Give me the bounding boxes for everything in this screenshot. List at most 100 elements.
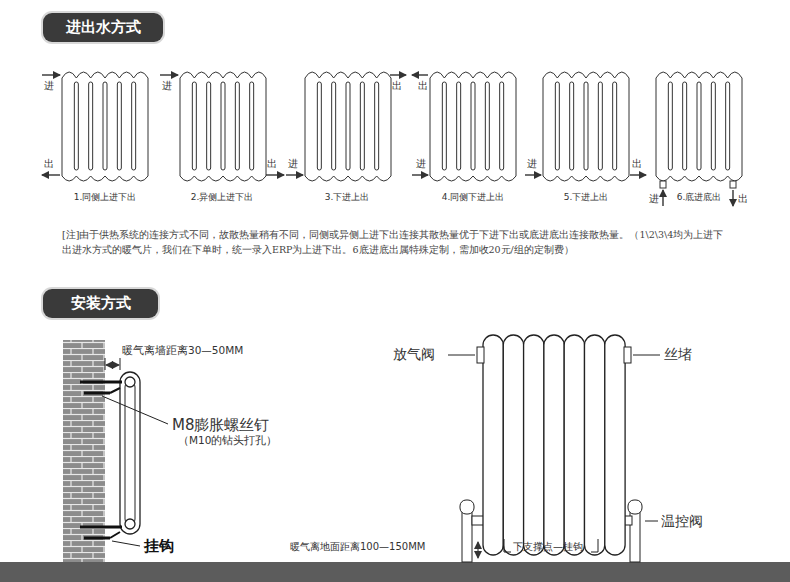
support-bracket bbox=[504, 539, 511, 552]
radiator-slot bbox=[584, 82, 588, 170]
radiator-slot bbox=[711, 82, 715, 170]
flow-label: 进 bbox=[527, 158, 537, 170]
note-text: [注]由于供热系统的连接方式不同，故散热量稍有不同，同侧或异侧上进下出连接其散热… bbox=[62, 227, 730, 257]
radiator-column bbox=[544, 335, 564, 555]
pipe-stub bbox=[730, 181, 736, 188]
header-text: 进出水方式 bbox=[66, 18, 141, 37]
dimension-tick bbox=[120, 358, 121, 370]
bolt bbox=[80, 526, 122, 529]
pipe bbox=[462, 512, 472, 562]
radiator-slot bbox=[613, 82, 617, 170]
radiator-slot bbox=[103, 82, 107, 170]
callout-label: 暖气离墙距离30—50MM bbox=[122, 344, 243, 357]
flow-label: 进 bbox=[44, 80, 54, 92]
radiator-slot bbox=[500, 82, 504, 170]
bolt bbox=[84, 537, 110, 540]
radiator-slot bbox=[697, 82, 701, 170]
flow-arrow bbox=[412, 74, 428, 75]
flow-label: 出 bbox=[267, 158, 277, 170]
air-valve bbox=[477, 347, 484, 363]
flow-arrow bbox=[525, 174, 541, 175]
bolt bbox=[80, 381, 122, 384]
flow-arrow bbox=[412, 174, 428, 175]
radiator-column bbox=[605, 335, 625, 555]
radiator-slot bbox=[332, 82, 336, 170]
radiator-slot bbox=[235, 82, 239, 170]
flow-label: 进 bbox=[649, 193, 659, 205]
radiator-slot bbox=[74, 82, 78, 170]
valve-knob bbox=[460, 500, 474, 514]
valve-connector bbox=[472, 516, 484, 525]
header-text: 安装方式 bbox=[71, 294, 131, 313]
callout-label: 挂钩 bbox=[144, 537, 174, 555]
radiator-slot bbox=[207, 82, 211, 170]
radiator-slot bbox=[89, 82, 93, 170]
leader-line bbox=[102, 396, 168, 424]
radiator-slot bbox=[250, 82, 254, 170]
callout-label: 下支撑点—挂钩 bbox=[513, 541, 583, 553]
valve-knob bbox=[628, 500, 642, 514]
section-header: 安装方式 bbox=[43, 289, 158, 318]
brick-wall bbox=[63, 340, 105, 562]
radiator-slot bbox=[570, 82, 574, 170]
radiator-column bbox=[585, 335, 605, 555]
radiator-slot bbox=[375, 82, 379, 170]
callout-label: 暖气离地面距离100—150MM bbox=[290, 541, 425, 553]
pipe-stub bbox=[660, 181, 666, 188]
leader-line bbox=[645, 521, 658, 522]
radiator-column bbox=[564, 335, 584, 555]
radiator-slot bbox=[683, 82, 687, 170]
flow-label: 进 bbox=[162, 80, 172, 92]
flow-label: 进 bbox=[288, 158, 298, 170]
flow-arrow bbox=[662, 190, 663, 206]
radiator-side bbox=[120, 372, 140, 534]
radiator-slot bbox=[457, 82, 461, 170]
radiator-column bbox=[524, 335, 544, 555]
flow-label: 1.同侧上进下出 bbox=[74, 192, 137, 203]
radiator-side-inner bbox=[125, 382, 135, 524]
radiator-slot bbox=[726, 82, 730, 170]
callout-label: M8膨胀螺丝钉 bbox=[172, 416, 270, 434]
flow-arrow bbox=[266, 174, 284, 175]
radiator-slot bbox=[192, 82, 196, 170]
radiator-outline bbox=[543, 72, 629, 181]
flow-label: 进 bbox=[416, 158, 426, 170]
radiator-slot bbox=[346, 82, 350, 170]
radiator-slot bbox=[360, 82, 364, 170]
flow-label: 2.异侧上进下出 bbox=[191, 192, 254, 203]
radiator-outline bbox=[180, 72, 266, 181]
section-header: 进出水方式 bbox=[43, 13, 163, 42]
flow-arrow bbox=[286, 174, 303, 175]
flow-arrow bbox=[630, 174, 646, 175]
radiator-slot bbox=[555, 82, 559, 170]
radiator-icons bbox=[42, 72, 742, 206]
radiator-slot bbox=[221, 82, 225, 170]
bolt bbox=[84, 392, 110, 395]
radiator-column bbox=[483, 335, 503, 555]
leader-line bbox=[633, 355, 660, 356]
radiator-outline bbox=[430, 72, 516, 181]
radiator-slot bbox=[471, 82, 475, 170]
flow-arrow bbox=[42, 74, 60, 75]
radiator-slot bbox=[442, 82, 446, 170]
radiator-outline bbox=[62, 72, 148, 181]
flow-label: 出 bbox=[44, 158, 54, 170]
radiator-outline bbox=[656, 72, 742, 181]
flow-label: 出 bbox=[738, 193, 748, 205]
flow-label: 5.下进上出 bbox=[564, 192, 609, 203]
hook bbox=[110, 388, 120, 538]
callout-label: 丝堵 bbox=[664, 346, 692, 363]
callout-label: 温控阀 bbox=[661, 513, 703, 530]
dimension-tick bbox=[105, 358, 106, 370]
flow-label: 3.下进上出 bbox=[325, 192, 370, 203]
flow-label: 出 bbox=[392, 80, 402, 92]
side-view bbox=[80, 358, 168, 546]
leader-line bbox=[112, 541, 140, 546]
pipe-end bbox=[125, 377, 135, 387]
callout-label: 放气阀 bbox=[393, 346, 435, 363]
flow-label: 4.同侧下进上出 bbox=[442, 192, 505, 203]
dimension-arrow bbox=[478, 542, 479, 558]
radiator-slot bbox=[317, 82, 321, 170]
radiator-outline bbox=[305, 72, 391, 181]
flow-arrow bbox=[390, 74, 406, 75]
